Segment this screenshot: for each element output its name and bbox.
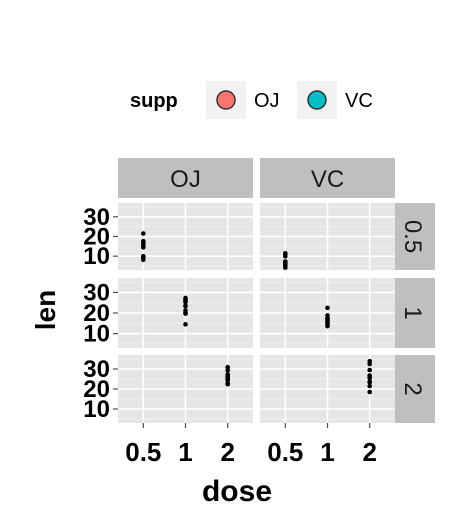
- facet-strip-dose-0-5: [395, 203, 435, 270]
- y-tick-label: 30: [83, 204, 110, 231]
- data-point: [367, 389, 372, 395]
- x-tick-label: 2: [220, 437, 234, 467]
- facet-strip-vc: [260, 158, 395, 198]
- x-axis-title: dose: [202, 475, 272, 508]
- facet-label-dose-2: 2: [399, 382, 426, 395]
- y-tick-label: 20: [83, 224, 110, 251]
- x-tick-label: 1: [320, 437, 334, 467]
- panel-vc-2: [260, 355, 395, 423]
- data-point: [325, 319, 330, 325]
- data-point: [283, 251, 288, 257]
- data-point: [141, 241, 146, 246]
- data-point: [225, 377, 230, 382]
- data-point: [367, 373, 372, 378]
- data-point: [283, 263, 288, 268]
- x-tick-label: 0.5: [125, 437, 161, 467]
- data-point: [367, 380, 372, 385]
- data-point: [183, 322, 188, 327]
- data-point: [225, 380, 230, 386]
- data-point: [141, 231, 146, 236]
- y-tick-label: 30: [83, 356, 110, 383]
- panel-oj-0: [118, 203, 253, 270]
- facet-label-vc: VC: [311, 166, 344, 193]
- y-tick-label: 20: [83, 300, 110, 327]
- facet-label-dose-0-5: 0.5: [399, 220, 426, 253]
- facet-strip-oj: [118, 158, 253, 198]
- data-point: [367, 383, 372, 389]
- y-tick-label: 10: [83, 396, 110, 423]
- legend-key-vc-dot: [307, 90, 327, 110]
- x-tick-label: 1: [178, 437, 192, 467]
- panel-vc-1: [260, 278, 395, 348]
- y-tick-label: 10: [83, 321, 110, 348]
- data-point: [141, 245, 146, 250]
- legend-label-vc: VC: [345, 90, 373, 112]
- panel-oj-2: [118, 355, 253, 423]
- data-point: [183, 295, 188, 301]
- facet-strip-dose-2: [395, 355, 435, 423]
- data-point: [367, 361, 372, 367]
- data-point: [141, 254, 146, 260]
- facet-label-dose-1: 1: [399, 306, 426, 319]
- y-tick-label: 10: [83, 243, 110, 270]
- y-tick-label: 30: [83, 279, 110, 306]
- x-tick-label: 2: [362, 437, 376, 467]
- facet-row-strips: 0.5 1 2: [395, 203, 435, 423]
- y-axis-title: len: [30, 290, 61, 330]
- data-point: [325, 313, 330, 318]
- facet-col-strips: OJ VC: [118, 158, 395, 198]
- legend-entry-oj: OJ: [206, 81, 280, 119]
- legend-label-oj: OJ: [254, 90, 280, 112]
- facet-label-oj: OJ: [170, 166, 201, 193]
- plot-panels: [118, 203, 395, 423]
- data-point: [283, 259, 288, 265]
- data-point: [225, 372, 230, 377]
- legend-entry-vc: VC: [297, 81, 373, 119]
- panel-vc-0: [260, 203, 395, 270]
- y-tick-label: 20: [83, 376, 110, 403]
- x-tick-label: 0.5: [267, 437, 303, 467]
- data-point: [367, 367, 372, 373]
- data-point: [225, 367, 230, 373]
- legend: supp OJ VC: [130, 81, 373, 119]
- data-point: [183, 308, 188, 313]
- data-point: [325, 305, 330, 311]
- facet-strip-dose-1: [395, 278, 435, 348]
- data-point: [183, 303, 188, 308]
- legend-key-oj-dot: [216, 90, 236, 110]
- legend-title: supp: [130, 90, 178, 112]
